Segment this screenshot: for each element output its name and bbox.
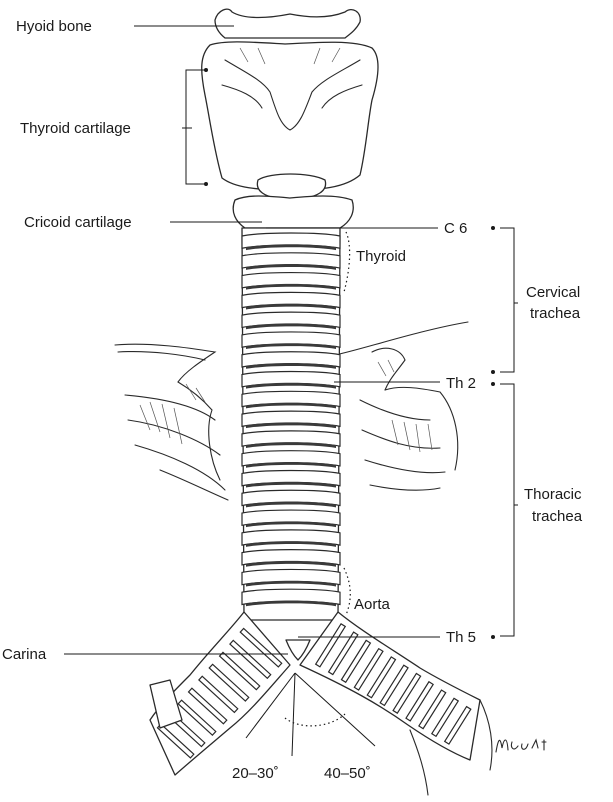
label-angle-left: 20–30˚	[232, 765, 279, 782]
label-angle-right: 40–50˚	[324, 765, 371, 782]
trachea-ring-shadow	[246, 363, 336, 369]
label-th5: Th 5	[446, 629, 476, 646]
thyroid-cartilage	[201, 41, 379, 201]
lung-outline-left	[114, 343, 229, 501]
trachea-ring-shadow	[246, 481, 336, 488]
bronchus-ring	[392, 672, 422, 715]
trachea-ring-shadow	[246, 402, 336, 409]
bronchus-ring	[340, 639, 372, 684]
artist-signature	[495, 738, 547, 753]
trachea-ring-shadow	[246, 560, 336, 567]
right-main-bronchus	[299, 611, 493, 796]
bronchus-ring	[443, 705, 472, 745]
trachea-ring-shadow	[246, 382, 336, 389]
bronchus-ring	[177, 699, 217, 737]
trachea-ring-shadow	[246, 422, 336, 429]
aorta-contour	[343, 567, 351, 616]
bronchus-ring	[229, 639, 272, 680]
bronchus-ring	[379, 664, 409, 707]
leader-lines	[64, 25, 518, 655]
trachea-ring-shadow	[246, 244, 336, 251]
bronchus-ring	[430, 697, 460, 738]
bronchus-ring	[239, 627, 283, 668]
bronchus-ring	[366, 656, 397, 699]
trachea-ring-shadow	[246, 501, 336, 508]
bronchus-ring	[218, 651, 261, 691]
label-thyroid-cartilage: Thyroid cartilage	[20, 120, 131, 137]
trachea-ring-shadow	[246, 600, 336, 607]
label-thyroid: Thyroid	[356, 248, 406, 265]
bronchus-ring	[418, 689, 447, 730]
left-main-bronchus	[149, 611, 291, 776]
trachea-ring-shadow	[246, 264, 336, 270]
label-cricoid-cartilage: Cricoid cartilage	[24, 214, 132, 231]
trachea-ring-shadow	[246, 461, 336, 468]
label-carina: Carina	[2, 646, 47, 663]
carina-spur	[285, 639, 311, 661]
trachea-ring-shadow	[246, 580, 336, 587]
label-hyoid-bone: Hyoid bone	[16, 18, 92, 35]
trachea-ring-shadow	[246, 442, 336, 448]
trachea-ring-shadow	[246, 323, 336, 330]
bronchus-ring	[187, 687, 228, 725]
bronchus-ring	[198, 675, 239, 714]
label-cervical: Cervical	[526, 284, 580, 301]
trachea-ring-shadow	[246, 343, 336, 350]
label-c6: C 6	[444, 220, 467, 237]
carina-angle-lines	[245, 672, 376, 757]
lung-outline-right	[334, 321, 469, 491]
trachea-ring-shadow	[246, 521, 336, 528]
bronchus-ring	[327, 631, 359, 676]
label-cervical-trachea: trachea	[530, 305, 581, 322]
trachea	[241, 227, 341, 621]
trachea-ring-shadow	[246, 541, 336, 547]
bronchus-ring	[156, 723, 195, 759]
bronchus-ring	[353, 647, 384, 691]
trachea-ring-shadow	[246, 283, 336, 290]
hyoid-bone	[214, 8, 361, 39]
thyroid-contour	[343, 231, 351, 293]
label-aorta: Aorta	[354, 596, 391, 613]
cricoid-cartilage	[232, 195, 354, 229]
label-thoracic: Thoracic	[524, 486, 582, 503]
trachea-ring-shadow	[246, 303, 336, 310]
label-thoracic-trachea: trachea	[532, 508, 583, 525]
label-th2: Th 2	[446, 375, 476, 392]
bronchus-ring	[405, 680, 434, 722]
bronchus-ring	[208, 663, 250, 702]
